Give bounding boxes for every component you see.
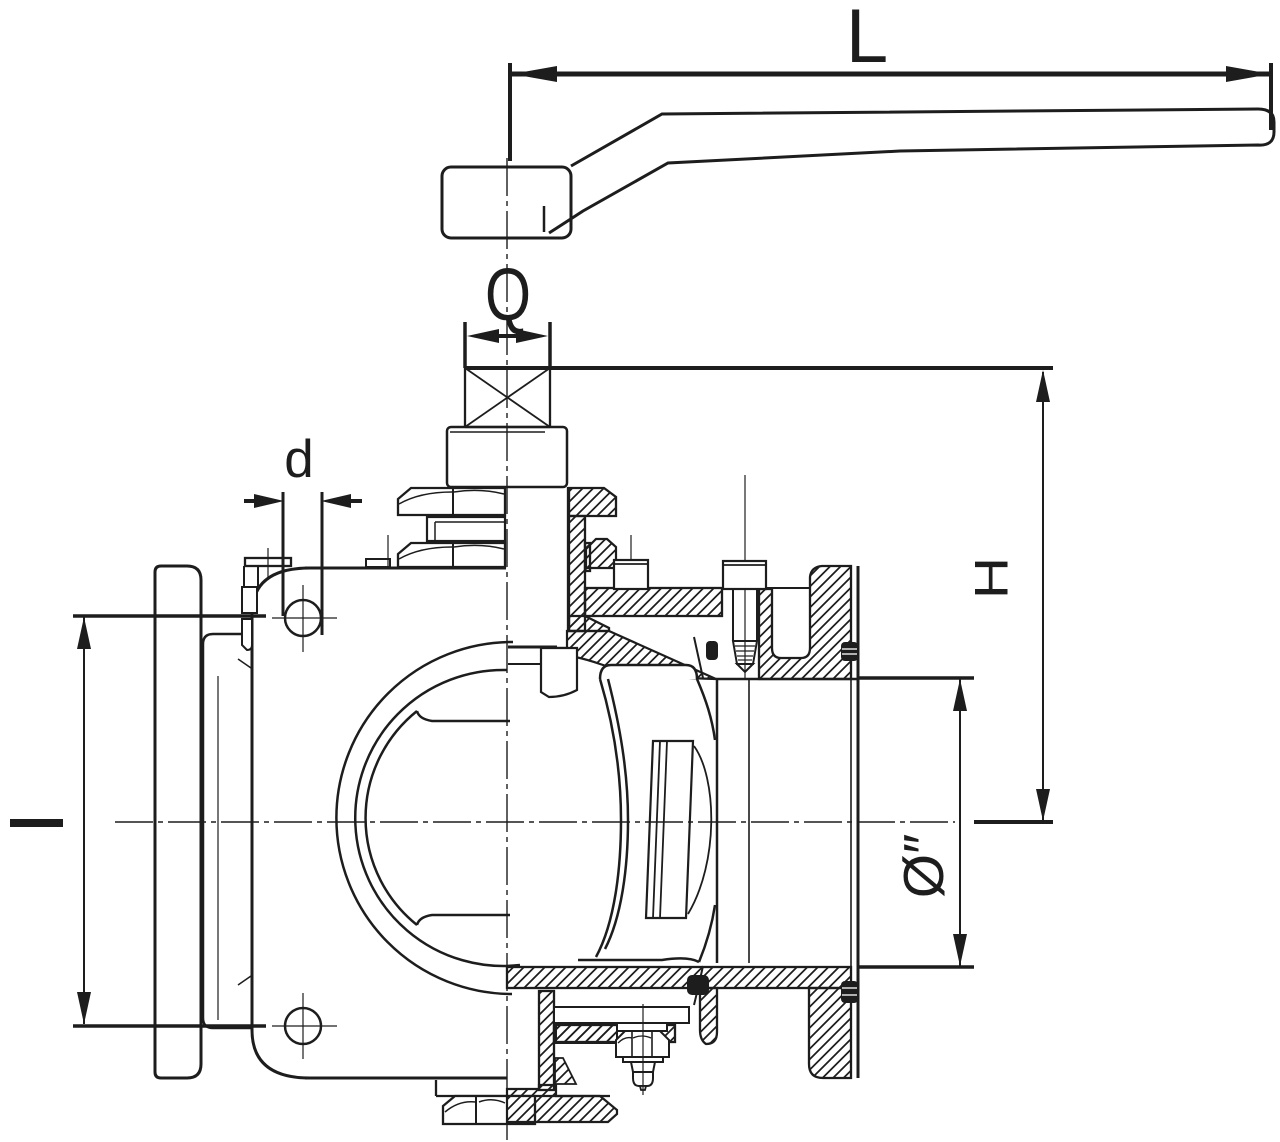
svg-text:L: L [846, 0, 888, 79]
svg-text:H: H [966, 557, 1018, 599]
svg-text:Q: Q [485, 254, 531, 337]
svg-text:Ø″: Ø″ [892, 834, 956, 899]
svg-text:d: d [284, 430, 313, 489]
